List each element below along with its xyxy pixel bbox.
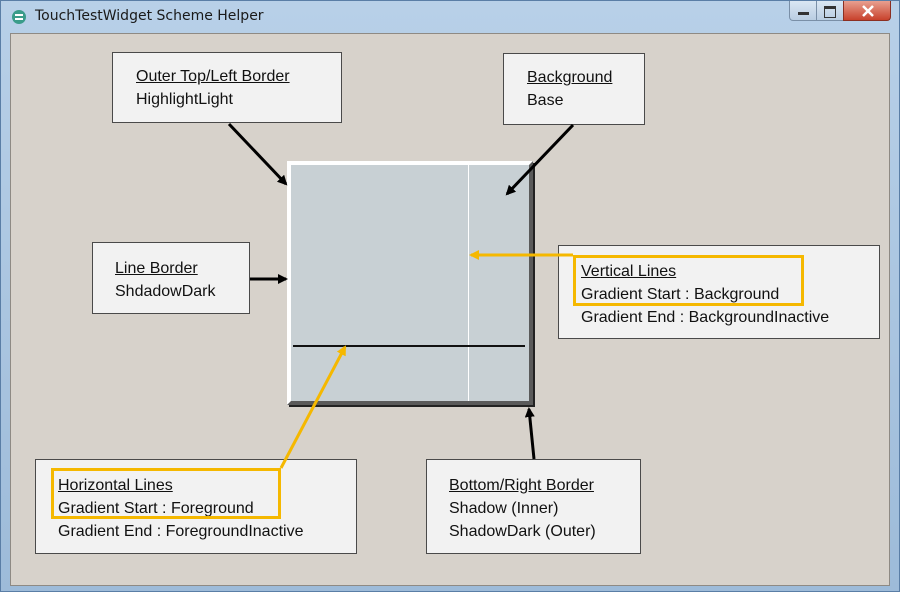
line-border-label-box: Line Border ShdadowDark <box>92 242 250 314</box>
line-border-heading: Line Border <box>115 260 198 277</box>
horizontal-line <box>293 345 525 347</box>
bottom-right-inner: Shadow (Inner) <box>449 500 559 517</box>
window-title: TouchTestWidget Scheme Helper <box>35 8 264 24</box>
outer-top-left-value: HighlightLight <box>136 91 233 108</box>
vertical-line <box>468 165 469 401</box>
close-button[interactable] <box>843 1 891 21</box>
horizontal-lines-highlight <box>51 468 281 519</box>
horizontal-lines-arrow <box>279 345 347 469</box>
outer-top-left-label-box: Outer Top/Left Border HighlightLight <box>112 52 342 123</box>
background-label-box: Background Base <box>503 53 645 125</box>
bottom-right-label-box: Bottom/Right Border Shadow (Inner) Shado… <box>426 459 641 554</box>
horizontal-lines-start: Gradient Start : Foreground <box>58 500 254 517</box>
background-value: Base <box>527 92 564 109</box>
background-arrow <box>505 123 575 196</box>
horizontal-lines-heading: Horizontal Lines <box>58 477 173 494</box>
horizontal-lines-end: Gradient End : ForegroundInactive <box>58 523 304 540</box>
app-logo-icon <box>12 10 26 24</box>
vertical-lines-start: Gradient Start : Background <box>581 286 780 303</box>
maximize-icon <box>824 6 836 18</box>
vertical-lines-heading: Vertical Lines <box>581 263 677 280</box>
line-border-value: ShdadowDark <box>115 283 216 300</box>
background-heading: Background <box>527 69 613 86</box>
close-icon <box>862 5 874 17</box>
minimize-icon <box>798 12 809 15</box>
vertical-lines-highlight <box>573 255 804 306</box>
bottom-right-arrow <box>524 407 536 460</box>
outer-top-left-heading: Outer Top/Left Border <box>136 68 290 85</box>
title-bar[interactable]: TouchTestWidget Scheme Helper <box>1 1 899 33</box>
widget-preview <box>287 161 533 405</box>
outer-top-left-arrow <box>227 122 288 186</box>
horizontal-lines-label-box: Horizontal Lines Gradient Start : Foregr… <box>35 459 357 554</box>
vertical-lines-label-box: Vertical Lines Gradient Start : Backgrou… <box>558 245 880 339</box>
bottom-right-heading: Bottom/Right Border <box>449 477 594 494</box>
vertical-lines-end: Gradient End : BackgroundInactive <box>581 309 830 326</box>
bottom-right-outer: ShadowDark (Outer) <box>449 523 596 540</box>
